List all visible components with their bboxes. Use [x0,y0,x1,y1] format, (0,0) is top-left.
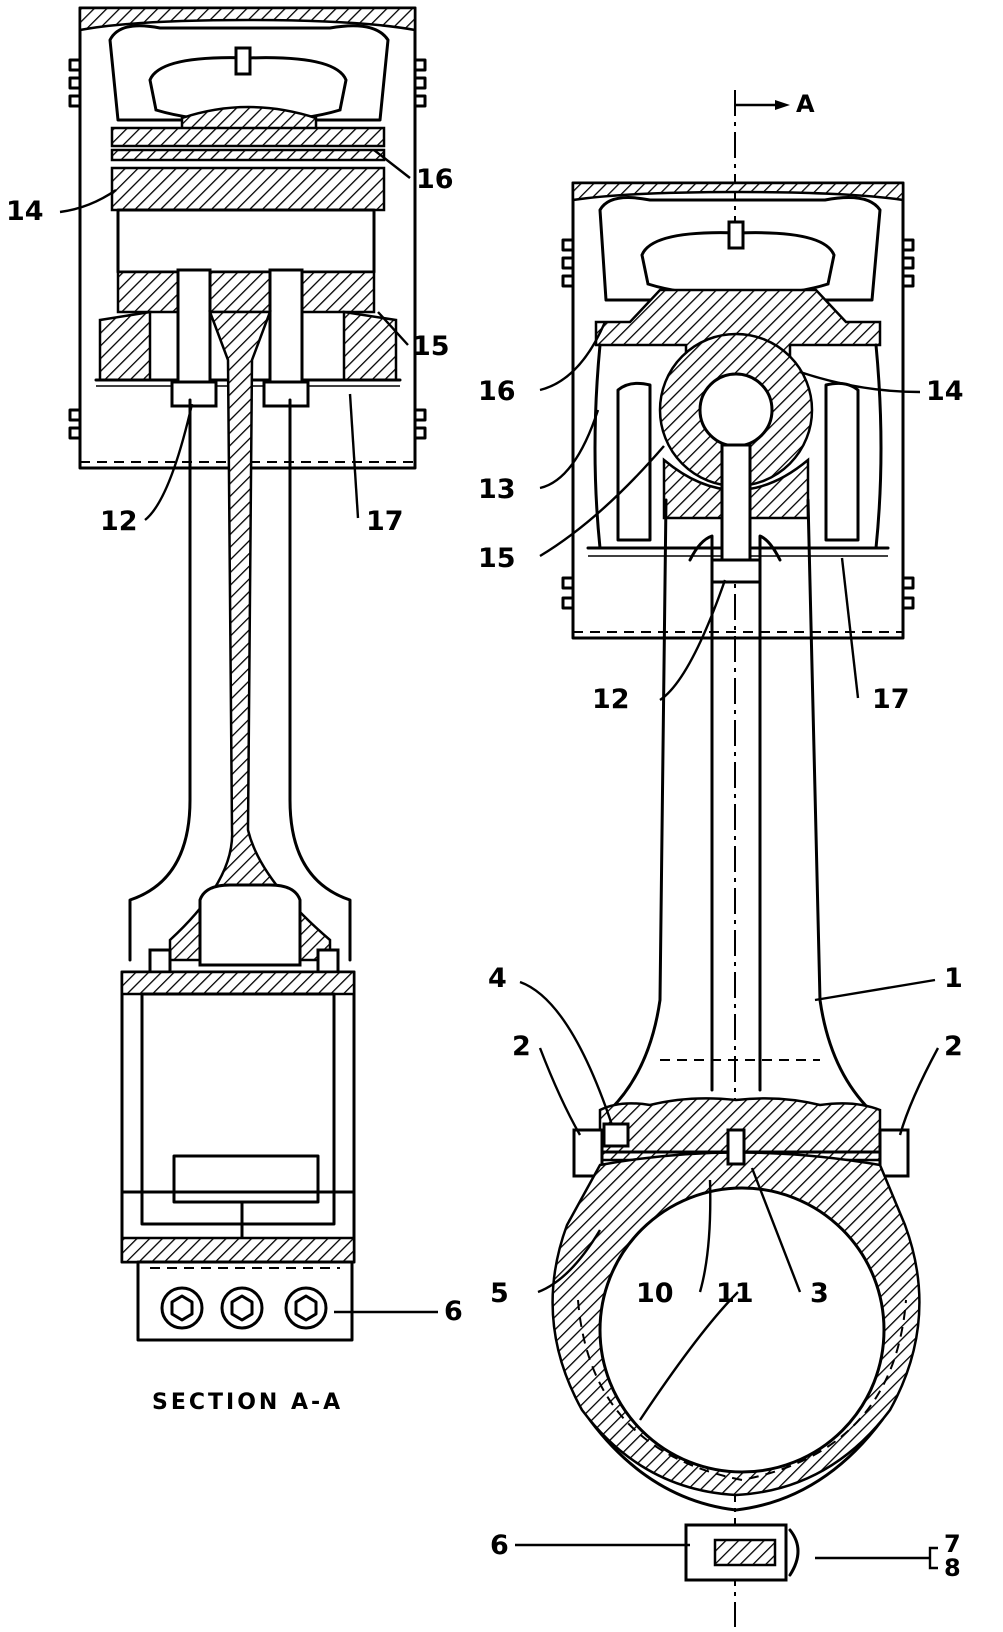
callout-12-left: 12 [100,506,138,537]
callout-15-left: 15 [412,331,450,362]
left-cap-bolts-6 [160,1286,328,1330]
front-view [515,90,940,1627]
callout-17-left: 17 [366,506,404,537]
callout-15-right: 15 [478,543,516,574]
left-leaders [59,149,438,1314]
callout-17-right: 17 [872,684,910,715]
callout-13-right: 13 [478,474,516,505]
section-arrow [775,100,790,110]
callout-16-left: 16 [416,164,454,195]
callout-8-right: 8 [944,1554,961,1582]
left-ring-grooves [68,58,427,440]
callout-2-right-b: 2 [944,1031,963,1062]
right-leaders [515,321,940,1570]
callout-10-right: 10 [636,1278,674,1309]
section-caption: SECTION A-A [152,1390,344,1415]
right-big-end [551,1097,921,1582]
section-a-a-view [59,6,438,1342]
callout-14-right: 14 [926,376,964,407]
right-rod [608,443,872,1112]
right-ring-grooves [561,238,915,610]
left-piston-pin [110,166,386,212]
callout-2-right-a: 2 [512,1031,531,1062]
callout-4-right: 4 [488,963,507,994]
callout-1-right: 1 [944,963,963,994]
left-carrier-bolts [170,268,310,408]
left-piston [68,6,427,470]
right-bolt-right [878,1128,910,1178]
right-piston [561,181,915,640]
section-marker-a: A [796,90,815,118]
crank-bore [598,1186,886,1474]
callout-6-right: 6 [490,1530,509,1561]
callout-12-right: 12 [592,684,630,715]
right-dowel-4 [602,1122,630,1148]
callout-7-right: 7 [944,1530,961,1558]
callout-3-right: 3 [810,1278,829,1309]
callout-16-right: 16 [478,376,516,407]
left-big-end [120,970,356,1342]
callout-14-left: 14 [6,196,44,227]
callout-11-right: 11 [716,1278,754,1309]
callout-5-right: 5 [490,1278,509,1309]
callout-6-left: 6 [444,1296,463,1327]
right-piston-pin [658,332,814,520]
left-rod-shank [128,310,352,974]
